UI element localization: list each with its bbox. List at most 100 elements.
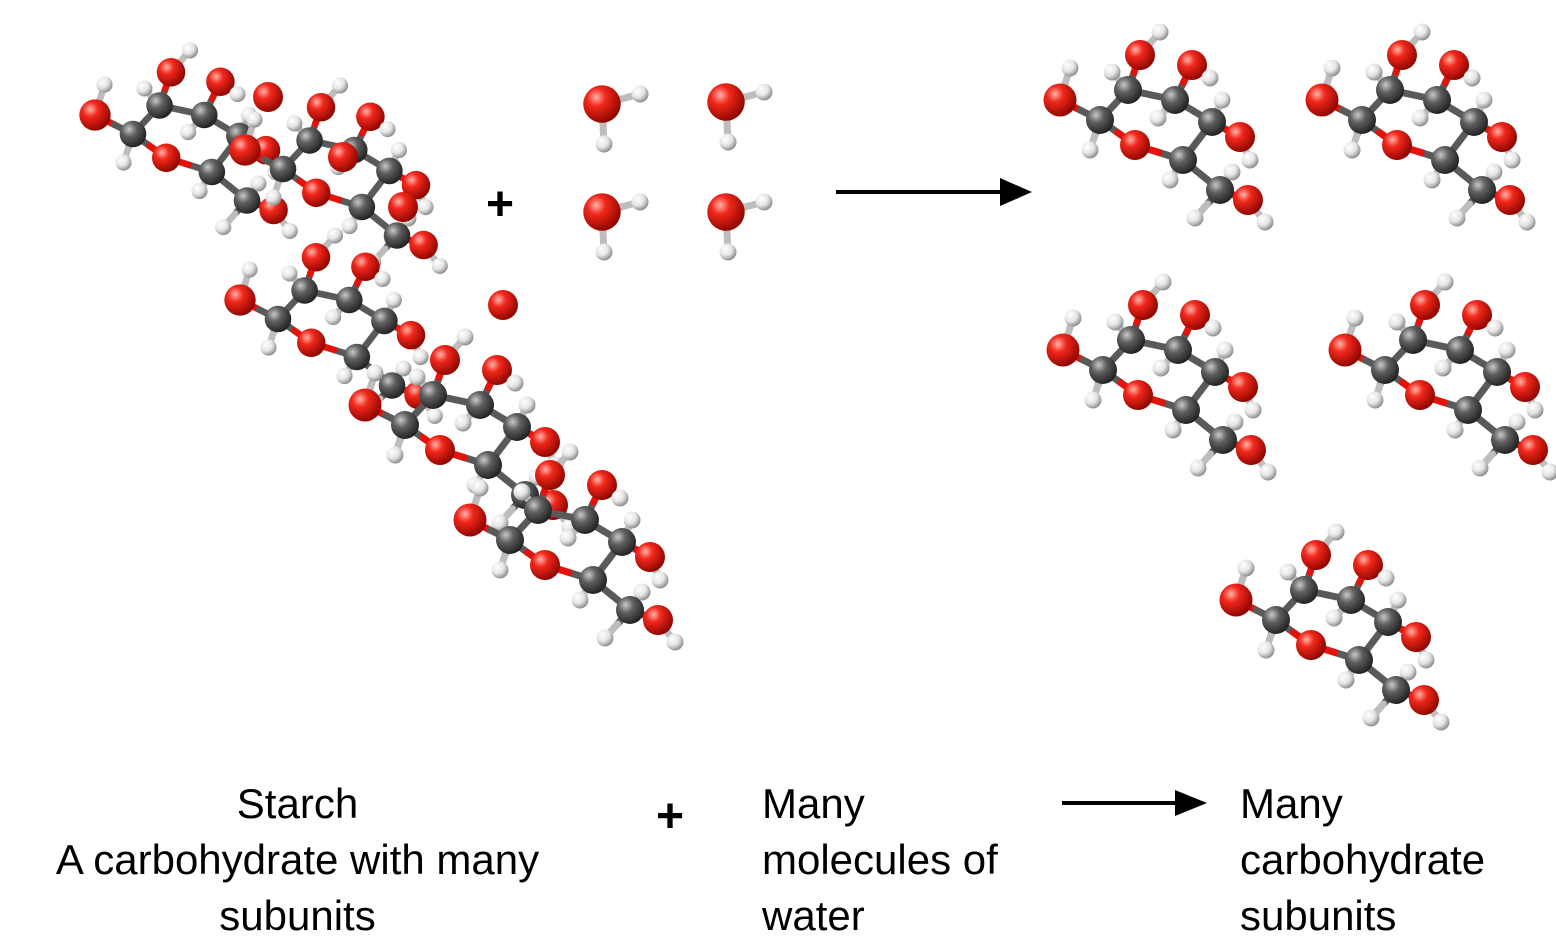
hydrogen-atom — [1082, 142, 1099, 159]
oxygen-atom — [488, 290, 518, 320]
hydrogen-atom — [1326, 610, 1343, 627]
hydrogen-atom — [286, 115, 302, 131]
oxygen-atom — [1401, 622, 1431, 652]
oxygen-atom — [1487, 122, 1517, 152]
oxygen-atom — [1236, 435, 1266, 465]
hydrogen-atom — [1202, 70, 1219, 87]
carbon-atom — [1376, 76, 1404, 104]
hydrogen-atom — [432, 258, 448, 274]
carbon-atom — [1374, 608, 1402, 636]
hydrogen-atom — [1205, 320, 1222, 337]
hydrogen-atom — [720, 244, 737, 261]
carbon-atom — [1198, 108, 1226, 136]
carbon-atom — [1371, 356, 1399, 384]
starch-subunit-3 — [224, 227, 442, 424]
hydrogen-atom — [215, 219, 231, 235]
carbohydrate-subunit-2 — [1306, 24, 1536, 231]
oxygen-atom — [635, 542, 665, 572]
hydrogen-atom — [1065, 310, 1082, 327]
carbon-atom — [1468, 176, 1496, 204]
carbon-atom — [1423, 86, 1451, 114]
oxygen-atom — [79, 99, 110, 130]
water-molecule-1 — [583, 85, 648, 152]
carbon-atom — [1454, 396, 1482, 424]
hydrogen-atom — [562, 444, 579, 461]
water-molecules — [583, 83, 772, 260]
hydrogen-atom — [492, 562, 509, 579]
oxygen-atom — [1306, 84, 1339, 117]
carbon-atom — [1089, 356, 1117, 384]
carbon-atom — [571, 506, 599, 534]
carbon-atom — [234, 187, 261, 214]
hydrogen-atom — [374, 271, 390, 287]
hydrogen-atom — [1328, 524, 1345, 541]
plus-sign-top: + — [486, 178, 514, 231]
hydrogen-atom — [260, 339, 276, 355]
hydrogen-atom — [191, 183, 207, 199]
hydrogen-atom — [1162, 172, 1179, 189]
hydrogen-atom — [1435, 360, 1452, 377]
hydrogen-atom — [386, 292, 402, 308]
carbon-atom — [1201, 358, 1229, 386]
hydrogen-atom — [379, 121, 395, 137]
carbon-atom — [296, 127, 323, 154]
hydrogen-atom — [560, 530, 577, 547]
hydrogen-atom — [1214, 92, 1231, 109]
hydrogen-atom — [572, 592, 589, 609]
plus-sign-bottom: + — [656, 790, 684, 843]
hydrogen-atom — [1187, 210, 1204, 227]
oxygen-atom — [302, 179, 331, 208]
hydrogen-atom — [336, 368, 352, 384]
subunits-label-line2: carbohydrate — [1240, 832, 1485, 888]
hydrogen-atom — [519, 397, 536, 414]
oxygen-atom — [157, 58, 186, 87]
carbon-atom — [419, 381, 447, 409]
hydrogen-atom — [1242, 152, 1259, 169]
carbon-atom — [1337, 586, 1365, 614]
hydrogen-atom — [720, 134, 737, 151]
carbon-atom — [336, 287, 363, 314]
hydrogen-atom — [667, 634, 684, 651]
hydrogen-atom — [325, 309, 341, 325]
hydrogen-atom — [632, 86, 649, 103]
hydrogen-atom — [1245, 402, 1262, 419]
carbon-atom — [474, 451, 502, 479]
glycosidic-oxygen-4 — [488, 290, 518, 320]
oxygen-atom — [1301, 540, 1331, 570]
hydrogen-atom — [341, 218, 357, 234]
oxygen-atom — [1120, 130, 1150, 160]
hydrogen-atom — [265, 189, 281, 205]
hydrogen-atom — [596, 136, 613, 153]
carbohydrate-subunit-3 — [1047, 274, 1277, 481]
hydrogen-atom — [1527, 402, 1544, 419]
hydrogen-atom — [1344, 142, 1361, 159]
hydrogen-atom — [136, 80, 152, 96]
carbon-atom — [1262, 606, 1290, 634]
hydrogen-atom — [756, 84, 773, 101]
hydrogen-atom — [1238, 560, 1255, 577]
oxygen-atom — [328, 142, 358, 172]
carbon-atom — [503, 413, 531, 441]
carbon-atom — [616, 596, 644, 624]
carbon-atom — [1399, 326, 1427, 354]
carbon-atom — [524, 496, 552, 524]
carbohydrate-subunit-4 — [1329, 274, 1556, 481]
hydrogen-atom — [455, 415, 472, 432]
starch-label: Starch A carbohydrate with many subunits — [10, 776, 585, 944]
hydrogen-atom — [1437, 274, 1454, 291]
carbon-atom — [1348, 106, 1376, 134]
oxygen-atom — [1387, 40, 1417, 70]
carbon-atom — [371, 308, 398, 335]
hydrogen-atom — [182, 42, 198, 58]
hydrogen-atom — [1150, 110, 1167, 127]
oxygen-atom — [707, 193, 745, 231]
hydrogen-atom — [282, 223, 298, 239]
water-label-line2: molecules of — [762, 832, 998, 888]
oxygen-atom — [349, 389, 382, 422]
hydrogen-atom — [1449, 210, 1466, 227]
oxygen-atom — [430, 345, 460, 375]
carbon-atom — [349, 194, 376, 221]
hydrogen-atom — [1363, 710, 1380, 727]
hydrogen-atom — [96, 77, 112, 93]
hydrogen-atom — [367, 365, 384, 382]
